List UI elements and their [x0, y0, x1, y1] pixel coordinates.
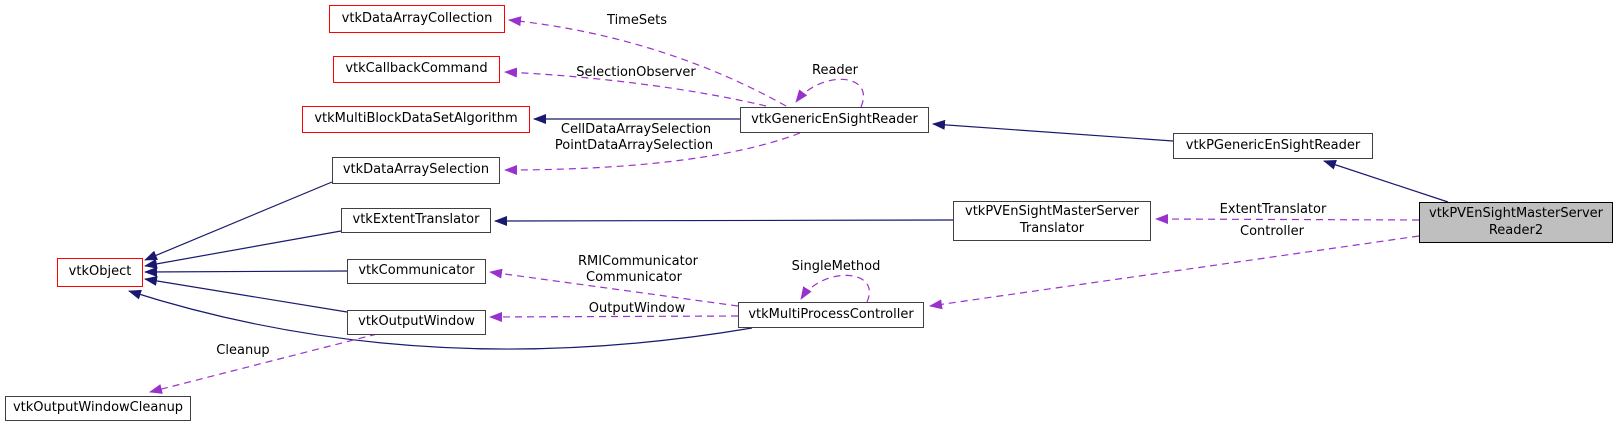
edge-communicator-to-object — [144, 266, 348, 277]
node-label-line1: vtkPVEnSightMasterServer — [965, 204, 1139, 220]
node-vtkoutputwindowcleanup[interactable]: vtkOutputWindowCleanup — [5, 396, 191, 421]
edge-cleanup — [149, 333, 378, 394]
edge-outputwindow-member — [489, 311, 739, 322]
node-label: vtkGenericEnSightReader — [751, 111, 918, 127]
node-label: vtkDataArrayCollection — [341, 10, 493, 26]
node-vtkobject[interactable]: vtkObject — [57, 258, 143, 287]
node-vtkoutputwindow[interactable]: vtkOutputWindow — [347, 310, 486, 335]
edge-rmicommunicator-communicator — [489, 268, 739, 307]
node-label-line2: Reader2 — [1488, 222, 1544, 238]
node-label: vtkDataArraySelection — [342, 162, 490, 178]
node-label: vtkOutputWindow — [358, 314, 475, 330]
edge-label-communicator: Communicator — [586, 270, 682, 285]
node-label: vtkObject — [68, 264, 132, 280]
edge-translator-to-extenttranslator — [494, 215, 954, 226]
edge-singlemethod-self-loop — [800, 274, 870, 303]
edge-label-reader: Reader — [811, 63, 859, 78]
node-label: vtkOutputWindowCleanup — [12, 400, 184, 416]
node-vtkpvensightmasterservertranslator[interactable]: vtkPVEnSightMasterServer Translator — [953, 201, 1151, 241]
edge-label-timesets: TimeSets — [607, 13, 667, 28]
edge-label-cleanup: Cleanup — [216, 343, 270, 358]
node-vtkdataarrayselection[interactable]: vtkDataArraySelection — [332, 157, 500, 184]
node-label: vtkCommunicator — [358, 263, 475, 279]
edge-extenttranslator-member — [1155, 214, 1420, 225]
node-vtkpgenericensightreader[interactable]: vtkPGenericEnSightReader — [1173, 133, 1373, 159]
node-vtkcallbackcommand[interactable]: vtkCallbackCommand — [333, 56, 500, 83]
edge-outputwindow-to-object — [144, 276, 348, 313]
edge-celldata-pointdata-selection — [504, 132, 801, 175]
edge-label-rmicommunicator: RMICommunicator — [577, 254, 699, 269]
edge-controller-member — [929, 235, 1420, 310]
node-label: vtkExtentTranslator — [352, 212, 480, 228]
edge-label-selectionobserver: SelectionObserver — [576, 65, 696, 80]
node-label: vtkPGenericEnSightReader — [1185, 137, 1361, 153]
node-vtkpvensightmasterserverreader2: vtkPVEnSightMasterServer Reader2 — [1419, 202, 1613, 243]
edge-timesets — [508, 16, 787, 107]
node-label: vtkMultiProcessController — [748, 306, 914, 322]
node-vtkcommunicator[interactable]: vtkCommunicator — [347, 259, 486, 284]
edge-pgenericreader-to-genericreader — [932, 119, 1174, 142]
edge-extenttranslator-to-object — [144, 230, 342, 269]
edge-dataarrayselection-to-object — [144, 181, 333, 261]
edge-reader-self-loop — [795, 78, 864, 108]
edge-selectionobserver — [504, 67, 767, 107]
node-vtkextenttranslator[interactable]: vtkExtentTranslator — [341, 208, 491, 233]
node-label: vtkCallbackCommand — [345, 61, 488, 77]
edge-reader2-to-pgenericreader — [1323, 160, 1449, 203]
edge-multiprocesscontroller-to-object — [128, 289, 753, 350]
node-label-line2: Translator — [1019, 221, 1085, 236]
edge-label-outputwindow: OutputWindow — [588, 301, 686, 316]
edge-label-extenttranslator: ExtentTranslator — [1219, 202, 1327, 217]
edge-label-controller: Controller — [1240, 224, 1304, 239]
node-label: vtkMultiBlockDataSetAlgorithm — [314, 111, 518, 127]
edge-label-celldataarrayselection: CellDataArraySelection — [560, 122, 712, 137]
node-vtkmultiprocesscontroller[interactable]: vtkMultiProcessController — [738, 302, 924, 328]
node-vtkgenericensightreader[interactable]: vtkGenericEnSightReader — [740, 107, 929, 133]
node-label-line1: vtkPVEnSightMasterServer — [1429, 205, 1603, 221]
node-vtkmultiblockdatasetalgorithm[interactable]: vtkMultiBlockDataSetAlgorithm — [302, 106, 530, 133]
edge-label-singlemethod: SingleMethod — [791, 259, 881, 274]
edge-label-pointdataarrayselection: PointDataArraySelection — [554, 138, 714, 153]
node-vtkdataarraycollection[interactable]: vtkDataArrayCollection — [329, 5, 505, 33]
